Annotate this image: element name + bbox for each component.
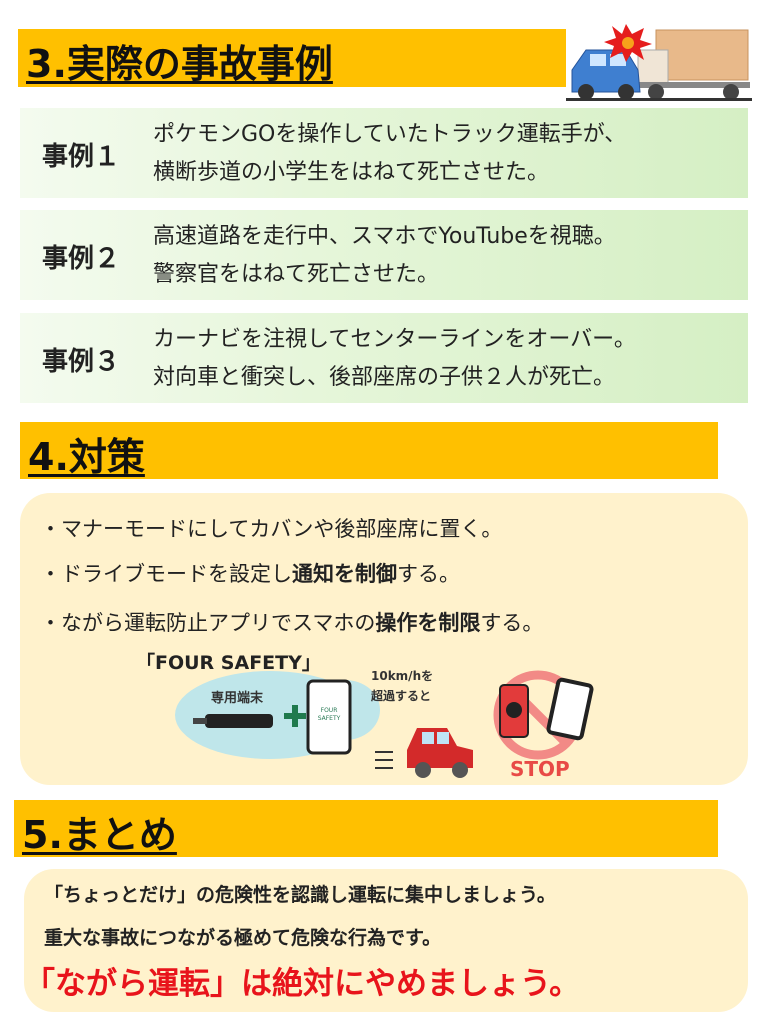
case-label: 事例３ <box>42 347 121 377</box>
bullet-3: ・ながら運転防止アプリでスマホの操作を制限する。 <box>40 611 544 635</box>
bullet-2: ・ドライブモードを設定し通知を制御する。 <box>40 562 460 586</box>
stop-label: STOP <box>510 757 570 781</box>
section-3-header: 3.実際の事故事例 <box>18 29 566 87</box>
section-4-header: 4.対策 <box>20 422 718 479</box>
summary-box <box>24 869 748 1012</box>
speed-text: 超過すると <box>370 688 431 703</box>
case-text: 横断歩道の小学生をはねて死亡させた。 <box>153 160 550 185</box>
section-5-title: 5.まとめ <box>22 813 177 857</box>
case-text: 対向車と衝突し、後部座席の子供２人が死亡。 <box>153 365 616 390</box>
case-text: 高速道路を走行中、スマホでYouTubeを視聴。 <box>153 224 616 249</box>
no-phone-icon <box>493 670 594 760</box>
red-car-icon <box>407 728 473 778</box>
case-text: 警察官をはねて死亡させた。 <box>153 262 440 287</box>
summary-line-2: 重大な事故につながる極めて危険な行為です。 <box>44 927 442 949</box>
smartphone-icon <box>306 679 352 755</box>
bullet-1: ・マナーモードにしてカバンや後部座席に置く。 <box>40 517 503 541</box>
case-text: ポケモンGOを操作していたトラック運転手が、 <box>153 122 627 147</box>
speed-text: 10km/hを <box>371 670 433 683</box>
car-charger-icon <box>205 714 273 728</box>
summary-warning: 「ながら運転」は絶対にやめましょう。 <box>24 966 581 1002</box>
svg-text:FOUR: FOUR <box>321 707 338 714</box>
motion-lines-icon <box>375 751 393 769</box>
case-2: 事例２ 高速道路を走行中、スマホでYouTubeを視聴。警察官をはねて死亡させた… <box>20 210 748 300</box>
section-5-header: 5.まとめ <box>14 800 718 857</box>
case-label: 事例２ <box>42 244 121 274</box>
countermeasures-box <box>20 493 748 785</box>
case-label: 事例１ <box>42 142 121 172</box>
svg-text:SAFETY: SAFETY <box>318 715 341 722</box>
case-1: 事例１ ポケモンGOを操作していたトラック運転手が、横断歩道の小学生をはねて死亡… <box>20 108 748 198</box>
section-3-title: 3.実際の事故事例 <box>26 42 333 86</box>
summary-line-1: 「ちょっとだけ」の危険性を認識し運転に集中しましょう。 <box>44 884 556 906</box>
car-crash-illustration <box>566 24 752 101</box>
case-text: カーナビを注視してセンターラインをオーバー。 <box>153 327 636 352</box>
section-4-title: 4.対策 <box>28 435 145 479</box>
device-label: 専用端末 <box>211 690 264 706</box>
app-name: 「FOUR SAFETY」 <box>136 652 321 674</box>
case-3: 事例３ カーナビを注視してセンターラインをオーバー。対向車と衝突し、後部座席の子… <box>20 313 748 403</box>
app-illustration: 専用端末 FOUR SAFETY 10km/hを 超過すると STOP <box>175 670 594 781</box>
